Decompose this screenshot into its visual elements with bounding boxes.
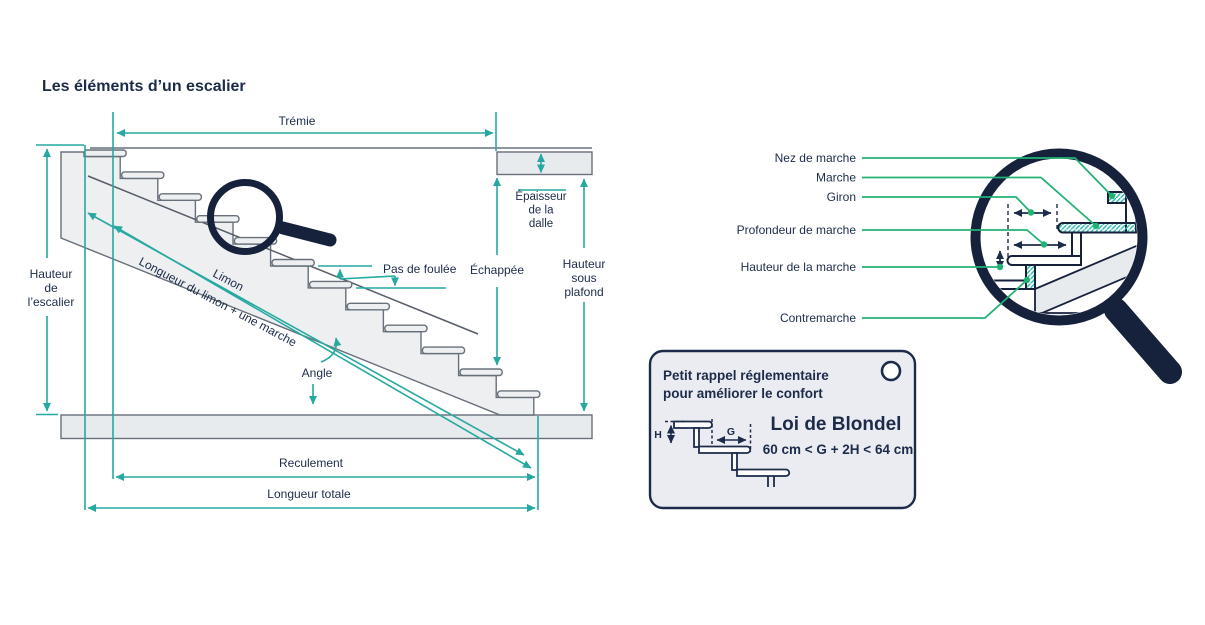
card-background	[648, 349, 917, 510]
tread-board	[384, 324, 428, 333]
leader-giron	[862, 196, 1032, 214]
tread-board	[308, 280, 353, 289]
leader-nez	[862, 157, 1113, 197]
pas-connector	[339, 275, 396, 280]
dot-contremarche	[1023, 276, 1031, 284]
label-tremie: Trémie	[279, 114, 316, 128]
card-law-title: Loi de Blondel	[771, 414, 902, 435]
tread-board	[421, 346, 466, 355]
card-hole-icon	[880, 360, 902, 382]
label-giron: Giron	[827, 190, 856, 204]
zoom-detail: Nez de marche Marche Giron Profondeur de…	[737, 148, 1182, 384]
mini-tread-2	[698, 445, 752, 454]
label-reculement: Reculement	[279, 456, 344, 470]
mini-riser-1	[693, 427, 700, 448]
tread-board	[496, 390, 541, 399]
nosing-hatched	[1107, 191, 1127, 204]
label-hauteur-escalier-1: Hauteur	[30, 267, 73, 281]
label-epaisseur-2: de la	[529, 205, 555, 217]
label-hsp-2: sous	[571, 271, 596, 285]
label-hauteur-escalier-2: de	[44, 281, 58, 295]
arrow-longueur-limon	[113, 225, 532, 469]
tread-board	[459, 368, 503, 377]
leader-contremarche	[862, 279, 1028, 319]
mini-tread-1	[673, 420, 713, 429]
leader-marche	[862, 176, 1097, 227]
card-title-line1: Petit rappel réglementaire	[663, 368, 829, 383]
leader-profondeur	[862, 229, 1045, 246]
label-pas-de-foulee: Pas de foulée	[383, 262, 457, 276]
mini-stair-measures	[665, 419, 752, 452]
small-magnifier	[207, 179, 337, 255]
small-magnifier-ring	[207, 179, 283, 255]
mid-riser	[1071, 231, 1082, 257]
zoom-labels: Nez de marche Marche Giron Profondeur de…	[737, 151, 857, 325]
label-hsp-1: Hauteur	[563, 257, 606, 271]
mini-g-label: G	[727, 426, 735, 438]
tread-board	[346, 302, 391, 311]
card-law-formula: 60 cm < G + 2H < 64 cm	[763, 442, 913, 457]
label-hauteur-de-la-marche: Hauteur de la marche	[741, 260, 857, 274]
regulation-card: Petit rappel réglementaire pour améliore…	[648, 349, 917, 510]
dot-profondeur	[1040, 241, 1048, 248]
label-marche: Marche	[816, 171, 856, 185]
floor-slab	[60, 414, 593, 440]
angle-arc-arrow	[320, 337, 342, 363]
tread-board	[271, 258, 315, 267]
dot-giron	[1027, 209, 1035, 216]
tread-board	[158, 193, 203, 202]
small-magnifier-handle	[276, 221, 337, 247]
dot-hauteur-marche	[996, 263, 1004, 271]
tread-board	[196, 214, 240, 223]
label-epaisseur-3: dalle	[529, 218, 553, 230]
magnifier-handle	[1104, 298, 1182, 384]
leader-lines	[862, 157, 1113, 319]
mini-tread-3	[736, 468, 791, 477]
magnifier-ring	[970, 148, 1148, 326]
label-profondeur-de-marche: Profondeur de marche	[737, 223, 857, 237]
mini-h-label: H	[654, 429, 662, 441]
label-hsp-3: plafond	[564, 285, 603, 299]
leader-dots	[996, 192, 1116, 284]
page-title: Les éléments d’un escalier	[42, 78, 246, 95]
dalle-slab	[496, 151, 593, 176]
staircase-structure	[60, 147, 593, 440]
dot-nez	[1108, 192, 1116, 200]
dashed-guides	[1007, 204, 1058, 258]
lower-tread	[1006, 255, 1082, 266]
label-angle: Angle	[302, 366, 333, 380]
stringer-upper	[1034, 239, 1137, 315]
tread-board	[83, 149, 127, 158]
measure-lines	[36, 112, 588, 512]
label-epaisseur-1: Épaisseur	[515, 190, 566, 203]
label-nez-de-marche: Nez de marche	[775, 151, 857, 165]
mini-riser-2	[731, 452, 738, 471]
label-contremarche: Contremarche	[780, 311, 856, 325]
label-hauteur-escalier-3: l’escalier	[28, 295, 75, 309]
label-echappee: Échappée	[470, 262, 524, 277]
card-title-line2: pour améliorer le confort	[663, 386, 823, 401]
label-longueur-totale: Longueur totale	[267, 487, 351, 501]
tread-board	[120, 171, 165, 180]
dot-marche	[1092, 222, 1100, 230]
